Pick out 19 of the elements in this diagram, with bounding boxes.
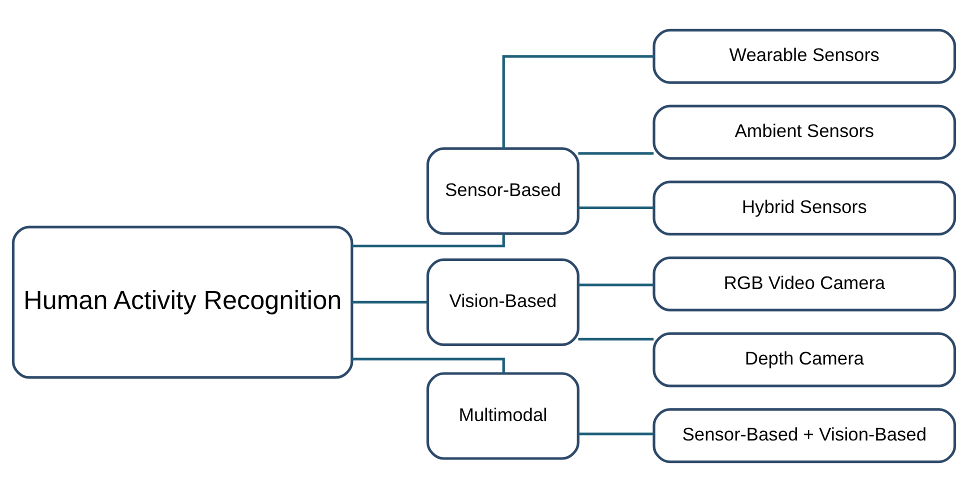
connector <box>352 300 428 304</box>
node-box: Depth Camera <box>652 332 956 387</box>
connector <box>578 283 654 286</box>
node-box: Ambient Sensors <box>652 104 956 160</box>
node-box: Wearable Sensors <box>652 28 956 84</box>
node-box: RGB Video Camera <box>652 256 956 311</box>
connector <box>352 357 505 373</box>
node-box: Human Activity Recognition <box>12 225 354 378</box>
node-box: Sensor-Based <box>426 146 580 234</box>
node-box: Multimodal <box>426 372 580 460</box>
connector <box>578 152 654 154</box>
connector <box>578 432 654 435</box>
node-box: Vision-Based <box>426 258 580 346</box>
connector <box>578 337 654 340</box>
connector <box>352 233 505 247</box>
connector <box>578 206 654 209</box>
node-box: Hybrid Sensors <box>652 180 956 236</box>
node-box: Sensor-Based + Vision-Based <box>652 408 956 463</box>
connector <box>502 54 654 148</box>
